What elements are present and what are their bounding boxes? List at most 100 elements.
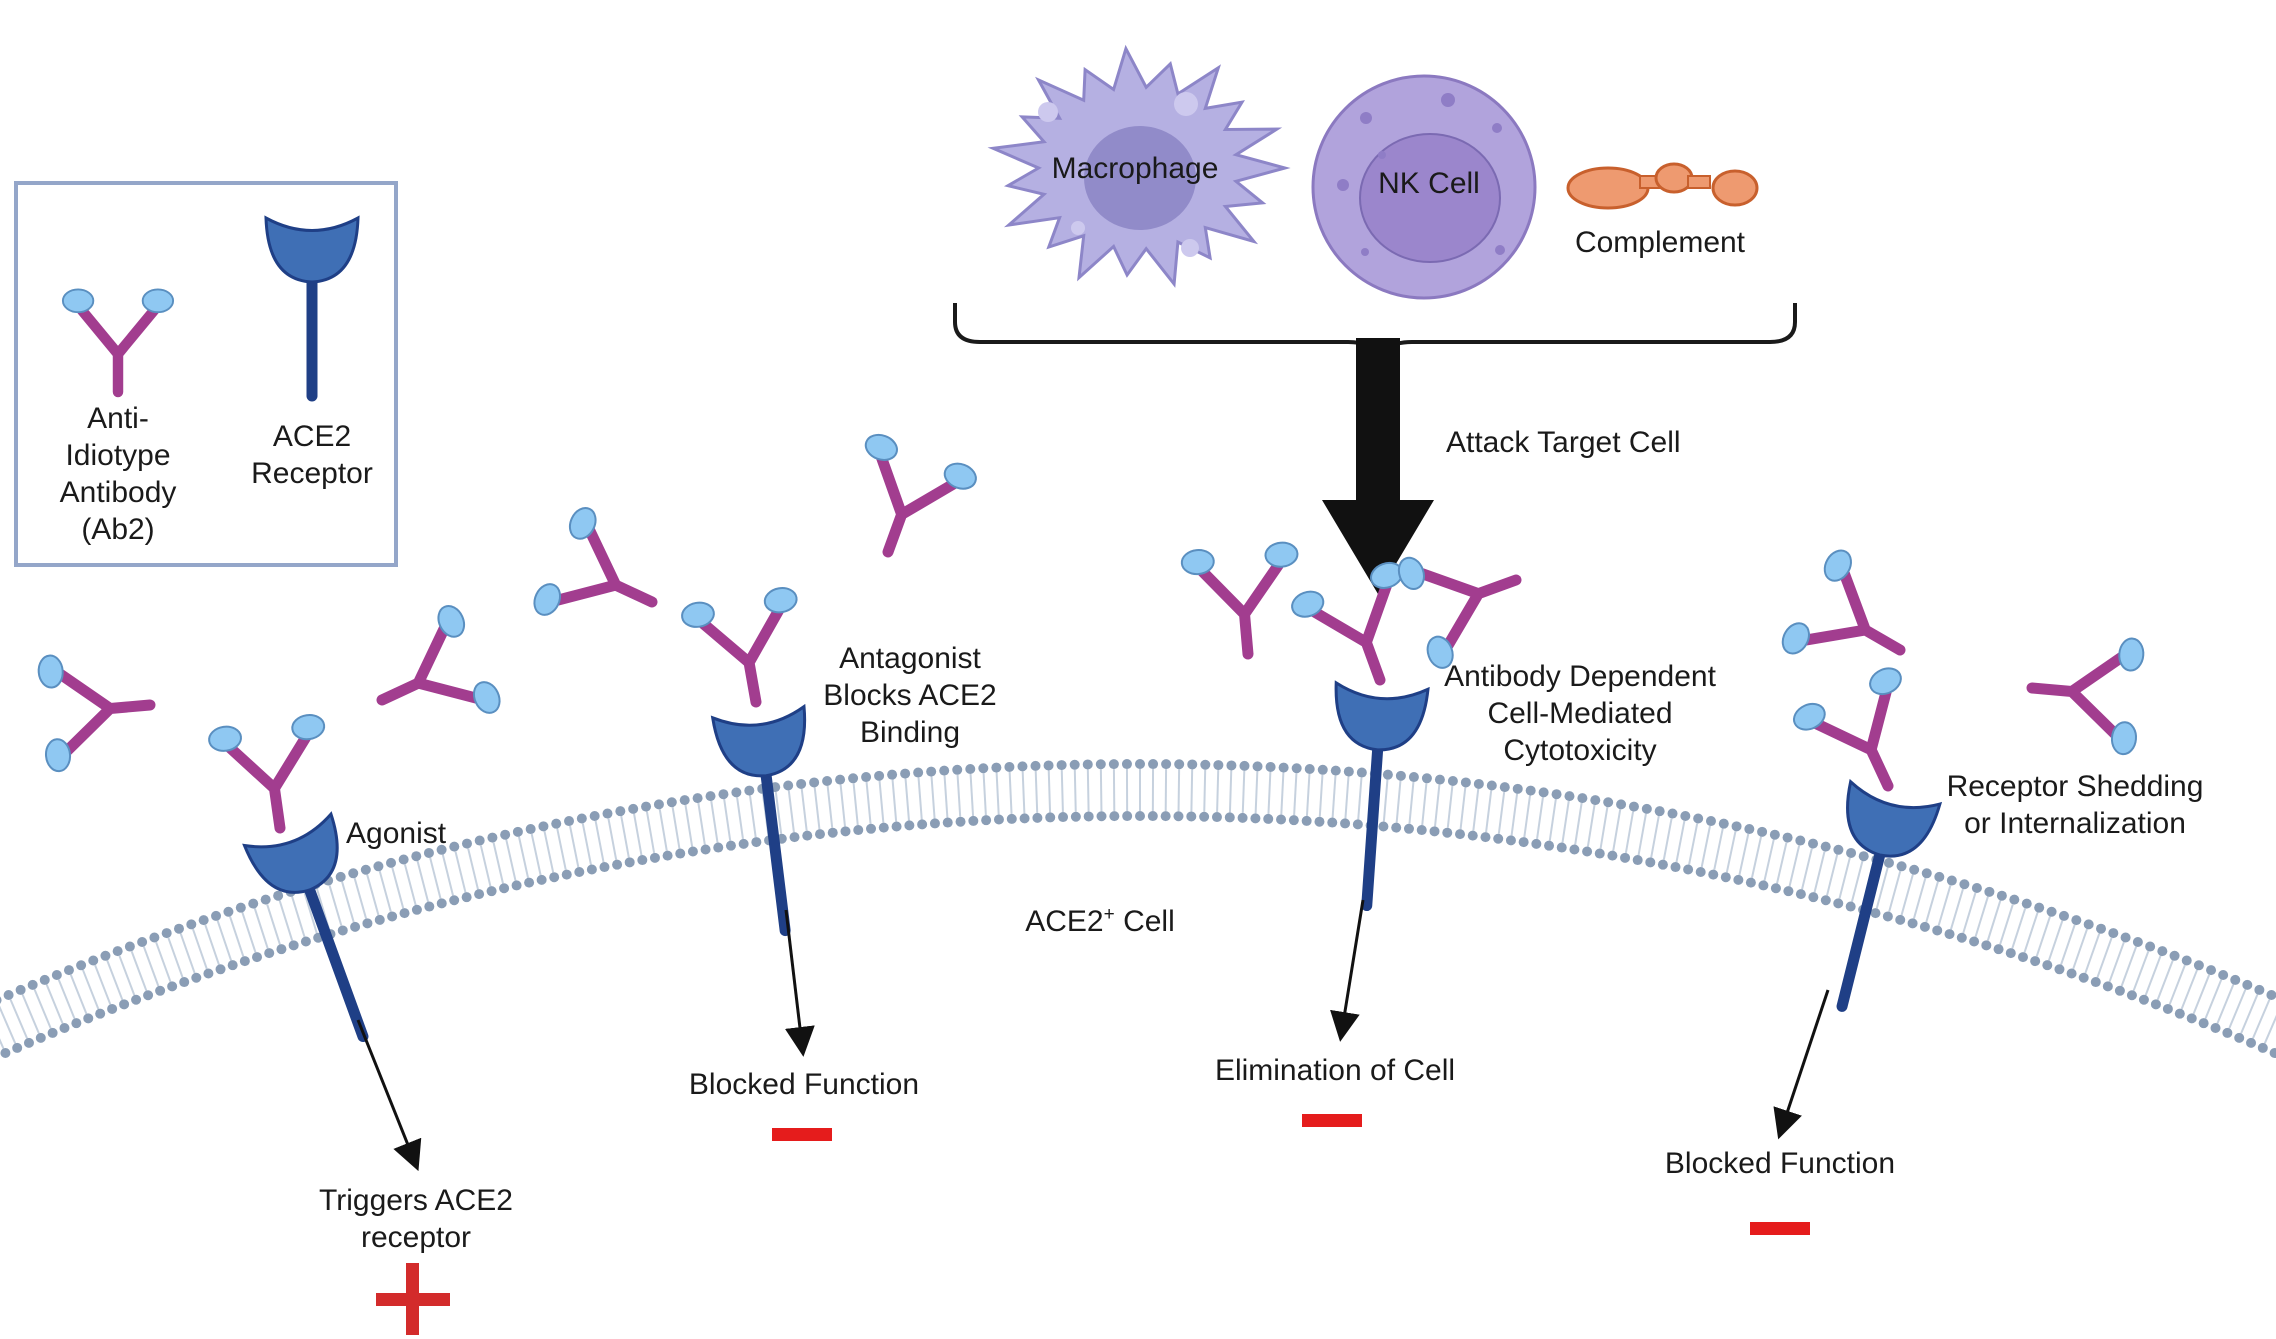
lipid-tail	[278, 900, 294, 941]
lipid-tail	[749, 795, 757, 838]
lipid-head	[1252, 761, 1263, 772]
lipid-head	[2218, 969, 2229, 980]
lipid-head	[424, 901, 435, 912]
adcc-label: Antibody Dependent Cell-Mediated Cytotox…	[1444, 660, 1716, 767]
lipid-tail	[2156, 960, 2174, 1001]
lipid-tail	[1536, 797, 1544, 840]
lipid-tail	[291, 896, 306, 938]
lipid-head	[2021, 898, 2032, 909]
outcome-arrow	[784, 909, 815, 1057]
lipid-tail	[1305, 773, 1311, 816]
lipid-head	[1095, 759, 1106, 770]
lipid-tail	[917, 777, 923, 820]
lipid-tail	[1021, 771, 1026, 814]
lipid-head	[1921, 868, 1932, 879]
lipid-tail	[1293, 773, 1298, 816]
lipid-head	[822, 776, 833, 787]
lipid-head	[968, 815, 979, 826]
lipid-tail	[1459, 787, 1467, 830]
lipid-head	[725, 840, 736, 851]
lipid-head	[1226, 760, 1237, 771]
lipid-tail	[82, 969, 100, 1010]
lipid-head	[252, 952, 263, 963]
lipid-head	[1391, 822, 1402, 833]
elimination-label: Elimination of Cell	[1214, 1054, 1456, 1087]
antagonist-label: Antagonist Blocks ACE2 Binding	[823, 642, 997, 749]
lipid-tail	[2072, 928, 2088, 970]
shedding-label: Receptor Shedding or Internalization	[1946, 770, 2204, 840]
lipid-head	[2174, 1008, 2185, 1019]
nk-cell-label: NK Cell	[1378, 167, 1480, 200]
lipid-head	[374, 914, 385, 925]
lipid-head	[1620, 852, 1631, 863]
lipid-head	[1795, 889, 1806, 900]
lipid-head	[511, 880, 522, 891]
lipid-tail	[671, 807, 681, 849]
lipid-tail	[1986, 900, 2002, 941]
lipid-head	[628, 803, 639, 814]
lipid-head	[2005, 948, 2016, 959]
lipid-head	[2108, 928, 2119, 939]
lipid-tail	[1624, 811, 1635, 854]
lipid-head	[942, 817, 953, 828]
lipid-tail	[1357, 777, 1363, 820]
lipid-head	[83, 1013, 94, 1024]
lipid-tail	[1241, 770, 1246, 813]
lipid-head	[1564, 791, 1575, 802]
antibody-free	[833, 431, 979, 572]
lipid-tail	[1574, 802, 1583, 845]
lipid-head	[1680, 810, 1691, 821]
cell-membrane	[0, 759, 2276, 1059]
lipid-head	[2186, 1013, 2197, 1024]
lipid-head	[1946, 875, 1957, 886]
lipid-head	[1956, 932, 1967, 943]
lipid-head	[536, 874, 547, 885]
lipid-head	[149, 932, 160, 943]
lipid-head	[161, 928, 172, 939]
lipid-tail	[1497, 791, 1506, 834]
lipid-head	[2254, 984, 2265, 995]
lipid-head	[2034, 902, 2045, 913]
lipid-head	[1718, 818, 1729, 829]
lipid-head	[1276, 814, 1287, 825]
lipid-head	[1705, 816, 1716, 827]
lipid-tail	[1675, 820, 1686, 863]
lipid-head	[1544, 840, 1555, 851]
lipid-tail	[353, 877, 368, 919]
lipid-head	[1582, 846, 1593, 857]
lipid-tail	[1962, 892, 1977, 934]
lipid-head	[615, 806, 626, 817]
lipid-head	[2058, 910, 2069, 921]
lipid-tail	[2240, 994, 2259, 1034]
lipid-head	[1019, 813, 1030, 824]
antibody-bound-shedding	[1790, 664, 1941, 811]
lipid-tail	[2060, 924, 2076, 965]
lipid-head	[2126, 990, 2137, 1001]
lipid-head	[653, 799, 664, 810]
lipid-head	[2030, 956, 2041, 967]
lipid-head	[203, 968, 214, 979]
lipid-head	[1224, 812, 1235, 823]
lipid-head	[235, 902, 246, 913]
lipid-tail	[2252, 999, 2271, 1039]
cell-label: ACE2+ Cell	[1025, 904, 1175, 938]
lipid-head	[965, 763, 976, 774]
lipid-tail	[130, 950, 148, 991]
antibody-free	[1777, 546, 1929, 700]
complement-label: Complement	[1574, 226, 1746, 259]
lipid-tail	[982, 773, 987, 816]
lipid-head	[95, 1008, 106, 1019]
lipid-head	[1408, 772, 1419, 783]
lipid-head	[738, 838, 749, 849]
lipid-head	[39, 974, 50, 985]
lipid-tail	[1850, 860, 1864, 902]
lipid-head	[1870, 908, 1881, 919]
lipid-tail	[1662, 818, 1673, 860]
lipid-head	[1317, 764, 1328, 775]
lipid-head	[796, 778, 807, 789]
lipid-head	[1135, 759, 1145, 769]
lipid-head	[599, 862, 610, 873]
lipid-head	[586, 864, 597, 875]
lipid-head	[1045, 812, 1056, 823]
lipid-tail	[1267, 771, 1272, 814]
